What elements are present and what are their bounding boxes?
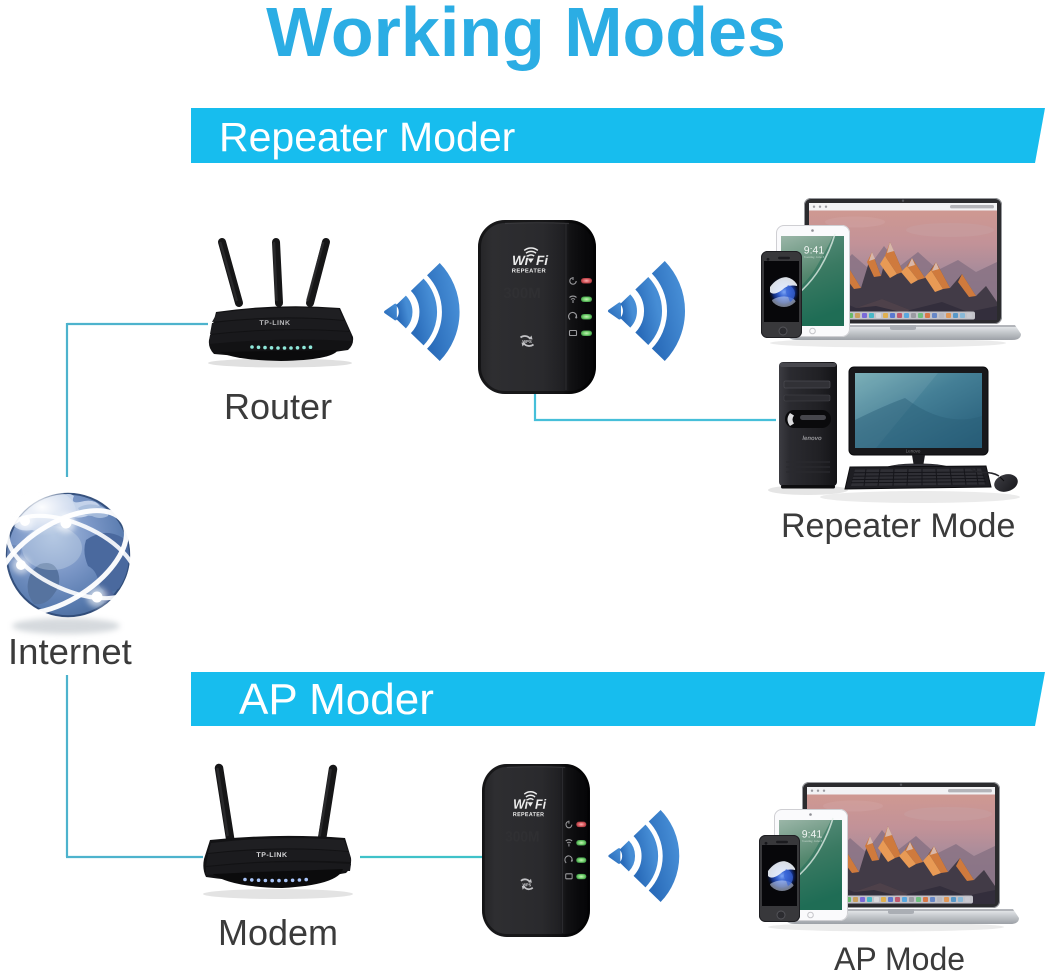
svg-text:Lenovo: Lenovo [906, 448, 921, 453]
svg-text:TP-LINK: TP-LINK [256, 852, 287, 859]
svg-text:lenovo: lenovo [802, 436, 822, 442]
svg-text:TP-LINK: TP-LINK [259, 320, 290, 327]
